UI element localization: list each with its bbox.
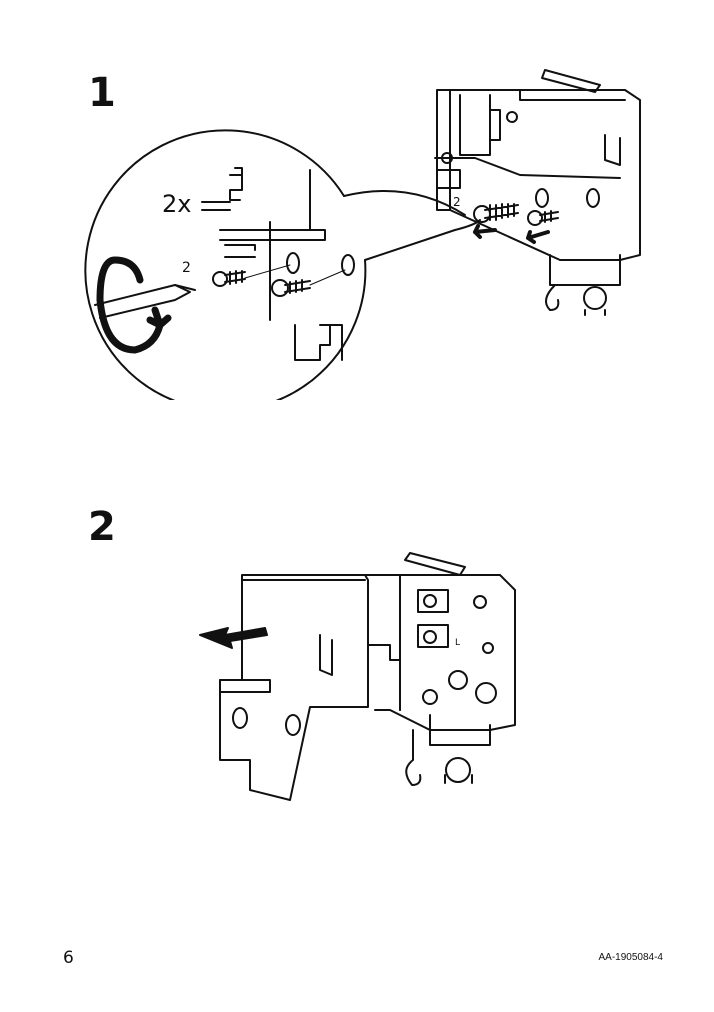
screw-icon — [212, 270, 246, 287]
screw-icon — [271, 279, 311, 297]
part-label: 2 — [182, 260, 191, 276]
pull-arrow-icon — [199, 627, 268, 649]
direction-arrow-icon — [526, 230, 550, 244]
zoom-detail: 2x 2 — [94, 167, 355, 361]
part-label: 2 — [453, 195, 461, 209]
step-2-number: 2 — [88, 504, 116, 550]
screw-icon — [423, 630, 437, 644]
screw-icon — [506, 111, 518, 123]
screw-icon — [441, 152, 453, 164]
screw-icon — [423, 594, 437, 608]
screw-icon — [583, 286, 607, 310]
rotate-arrow-icon — [96, 256, 172, 354]
screwdriver-icon — [94, 284, 196, 319]
screw-icon — [473, 595, 487, 609]
step-1-number: 1 — [88, 70, 116, 116]
track-adapter-body: L — [304, 552, 516, 786]
zoom-callout — [84, 129, 481, 400]
screw-icon — [473, 203, 519, 223]
screw-icon — [445, 757, 471, 783]
document-code: AA-1905084-4 — [598, 952, 664, 963]
page-number: 6 — [63, 948, 74, 968]
screw-icon — [527, 210, 559, 226]
terminal-label: L — [455, 638, 460, 648]
screw-icon — [482, 642, 494, 654]
direction-arrow-icon — [473, 224, 497, 239]
step-1-illustration: 2 2x 2 — [84, 69, 641, 400]
step-2-illustration: L — [199, 552, 516, 801]
quantity-label: 2x — [162, 190, 191, 218]
track-adapter-housing: 2 — [434, 69, 641, 316]
cover-part — [219, 574, 369, 801]
